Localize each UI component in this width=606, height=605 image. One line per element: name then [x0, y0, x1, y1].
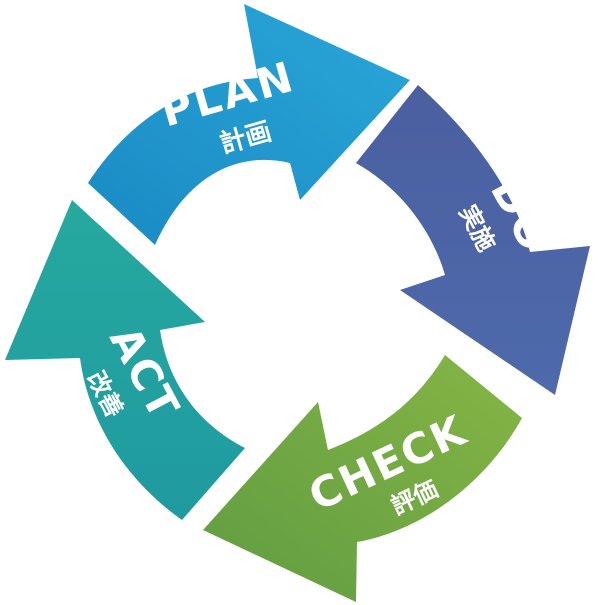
plan-arrow	[88, 4, 410, 245]
do-arrow	[356, 85, 590, 395]
act-arrow	[5, 200, 245, 520]
check-arrow	[203, 355, 522, 602]
